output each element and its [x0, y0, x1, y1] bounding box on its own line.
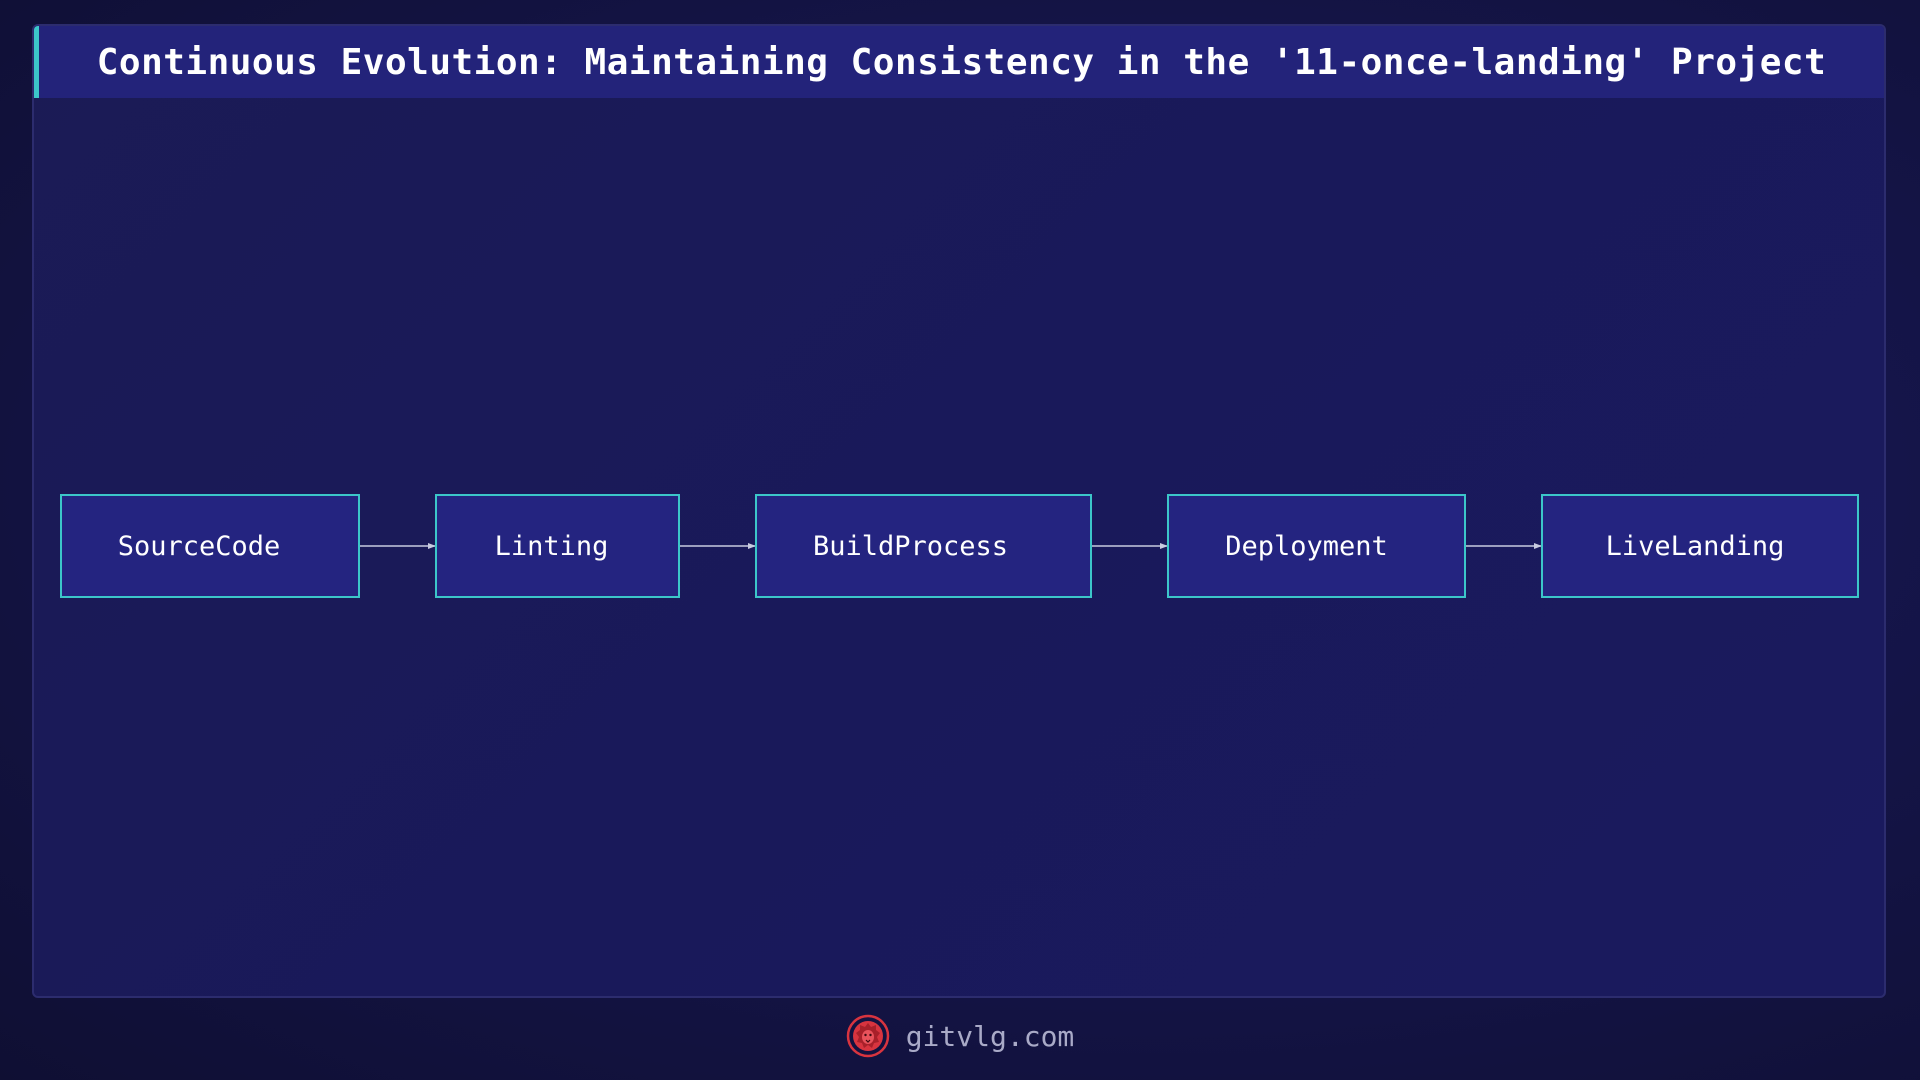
node-label: Linting — [494, 530, 609, 562]
lion-head-icon — [846, 1014, 889, 1058]
node-source-code: SourceCode — [60, 494, 360, 598]
node-linting: Linting — [435, 494, 680, 598]
node-label: BuildProcess — [812, 530, 1009, 562]
footer-site-link[interactable]: gitvlg.com — [905, 1019, 1075, 1053]
node-build-process: BuildProcess — [755, 494, 1092, 598]
page-title: Continuous Evolution: Maintaining Consis… — [96, 41, 1827, 83]
footer: gitvlg.com — [0, 1008, 1920, 1064]
node-label: LiveLanding — [1605, 530, 1785, 562]
node-live-landing: LiveLanding — [1541, 494, 1859, 598]
node-label: SourceCode — [117, 530, 281, 562]
title-bar: Continuous Evolution: Maintaining Consis… — [34, 26, 1884, 98]
node-label: Deployment — [1225, 530, 1388, 562]
node-deployment: Deployment — [1167, 494, 1466, 598]
